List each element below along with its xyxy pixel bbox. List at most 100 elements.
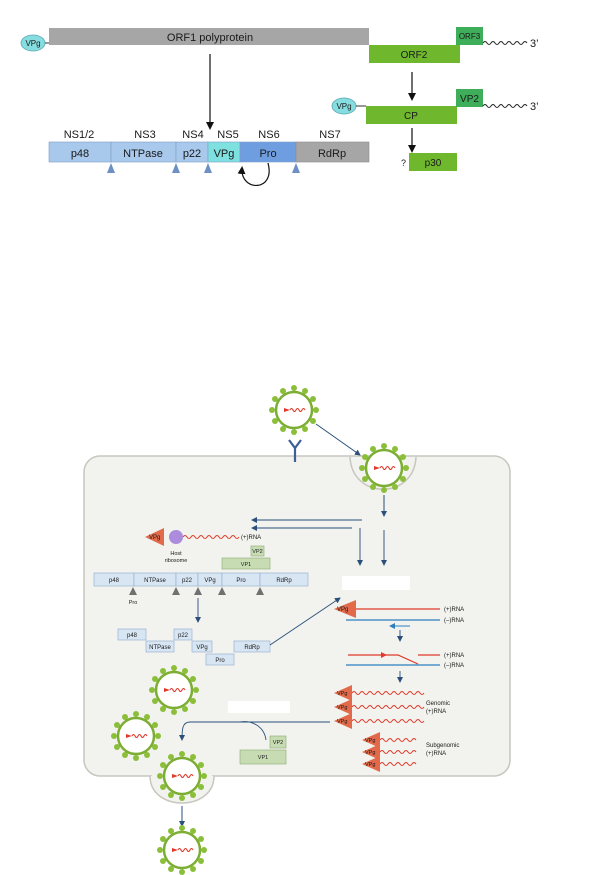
genomic-label: (+)RNA (426, 709, 446, 715)
vp2-box-lower (269, 735, 287, 749)
cleavage-sites (107, 163, 300, 173)
virus-particle-released (155, 823, 209, 875)
cleavage-triangle (172, 587, 180, 595)
virus-particle-entering (267, 383, 321, 437)
replication-cycle: VPg (+)RNA Host ribosome VP2 VP1 p48 NTP… (83, 383, 511, 875)
entry-arrows (251, 517, 387, 566)
pro-self-cleavage-arrow (237, 162, 270, 186)
genomic-vpg-label: VPg (337, 705, 347, 711)
pro-label: Pro (129, 600, 138, 606)
genome-map: VPg ORF1 polyprotein ORF2 ORF3 3’ VPg CP… (20, 27, 539, 186)
processed-label: RdRp (244, 645, 260, 651)
vp2-box (250, 545, 265, 557)
poly-a-tail-2 (482, 104, 528, 108)
orf1-label: ORF1 polyprotein (167, 32, 253, 44)
rep-plus-label: (+)RNA (444, 607, 464, 613)
segment-label: p48 (71, 148, 89, 160)
poly-segment-label: p22 (182, 578, 193, 584)
host-ribosome (169, 530, 183, 544)
cp-label: CP (404, 111, 418, 122)
assembly-arrow (179, 721, 330, 741)
rep-minus-label-2: (–)RNA (444, 663, 464, 669)
cleavage-triangle (256, 587, 264, 595)
poly-segment-label: VPg (204, 578, 215, 584)
processed-label: NTPase (149, 645, 171, 651)
cleavage-triangle (194, 587, 202, 595)
orf1-polyprotein-bar (49, 28, 369, 45)
processed-label: p48 (127, 633, 138, 639)
vpg-label: VPg (149, 535, 160, 541)
cp-bar (366, 106, 457, 124)
subgenomic-vpg-label: VPg (365, 750, 375, 756)
ns-label: NS7 (319, 129, 340, 141)
subgenomic-label: Subgenomic (426, 743, 459, 749)
processed-label: p22 (178, 633, 189, 639)
cleavage-triangle (129, 587, 137, 595)
subgenomic-vpg-label: VPg (365, 762, 375, 768)
segment-label: Pro (259, 148, 276, 160)
three-prime-2: 3’ (530, 101, 539, 113)
genomic-label: Genomic (426, 701, 450, 707)
vp-assembly-curve (239, 721, 267, 741)
cleavage-triangle (292, 163, 300, 173)
poly-a-tail-1 (482, 41, 528, 45)
processed-label: Pro (215, 658, 225, 664)
poly-segment-label: NTPase (144, 578, 166, 584)
ns-label: NS4 (182, 129, 203, 141)
vpg-triangle-translation (145, 528, 164, 546)
vpg-triangle-replication (334, 600, 356, 618)
genomic-rnas: VPg VPg VPg Genomic (+)RNA (334, 685, 450, 729)
ns-label: NS3 (134, 129, 155, 141)
poly-segment-label: Pro (236, 578, 246, 584)
genomic-vpg-label: VPg (337, 719, 347, 725)
segment-label: NTPase (123, 148, 163, 160)
plus-rna-wave (182, 535, 240, 539)
ns-label: NS5 (217, 129, 238, 141)
rep-plus-label-2: (+)RNA (444, 653, 464, 659)
cell-polyprotein: p48 NTPase p22 VPg Pro RdRp (93, 572, 309, 587)
ns-labels: NS1/2 NS3 NS4 NS5 NS6 NS7 (64, 129, 341, 141)
white-gap (228, 701, 290, 713)
segment-label: VPg (214, 148, 235, 160)
vp2-box-label: VP2 (252, 549, 262, 555)
replication-label-box (342, 576, 410, 590)
host-ribosome-label: ribosome (165, 558, 188, 564)
rdrp-to-replication-arrow (269, 597, 341, 646)
ns-label: NS6 (258, 129, 279, 141)
vp2-bar (456, 89, 483, 107)
rep-vpg-label: VPg (337, 607, 348, 613)
question-mark: ? (401, 158, 406, 168)
vp2-label: VP2 (460, 94, 479, 105)
segment-label: p22 (183, 148, 201, 160)
genomic-vpg-label: VPg (337, 691, 347, 697)
rep-minus-label: (–)RNA (444, 618, 464, 624)
subgenomic-vpg-label: VPg (365, 738, 375, 744)
poly-segment-label: RdRp (276, 578, 292, 584)
cleavage-triangle (172, 163, 180, 173)
vpg-label-cp: VPg (336, 102, 351, 111)
processed-label: VPg (196, 645, 207, 651)
orf3-bar (456, 27, 483, 45)
three-prime-1: 3’ (530, 38, 539, 50)
ns-label: NS1/2 (64, 129, 95, 141)
cell-cleavage-sites (129, 587, 264, 595)
cleavage-triangle (218, 587, 226, 595)
subgenomic-label: (+)RNA (426, 751, 446, 757)
cleavage-triangle (107, 163, 115, 173)
cleavage-triangle (204, 163, 212, 173)
vpg-label-left: VPg (25, 39, 40, 48)
processed-proteins: p48 p22 NTPase VPg Pro RdRp (117, 628, 271, 666)
orf2-bar (369, 45, 460, 63)
orf2-label: ORF2 (401, 50, 428, 61)
subgenomic-rnas: VPg VPg VPg Subgenomic (+)RNA (362, 732, 459, 772)
polyprotein-segments: p48 NTPase p22 VPg Pro RdRp (48, 141, 370, 163)
orf3-label: ORF3 (459, 32, 481, 41)
vp1-box-lower-label: VP1 (258, 755, 268, 761)
plus-rna-label: (+)RNA (241, 535, 261, 541)
segment-rdrp (295, 141, 370, 163)
poly-segment-label: p48 (109, 578, 120, 584)
p30-bar (409, 153, 457, 171)
vp1-box-lower (239, 749, 287, 765)
p30-label: p30 (425, 158, 442, 169)
vp1-box-label: VP1 (241, 562, 251, 568)
